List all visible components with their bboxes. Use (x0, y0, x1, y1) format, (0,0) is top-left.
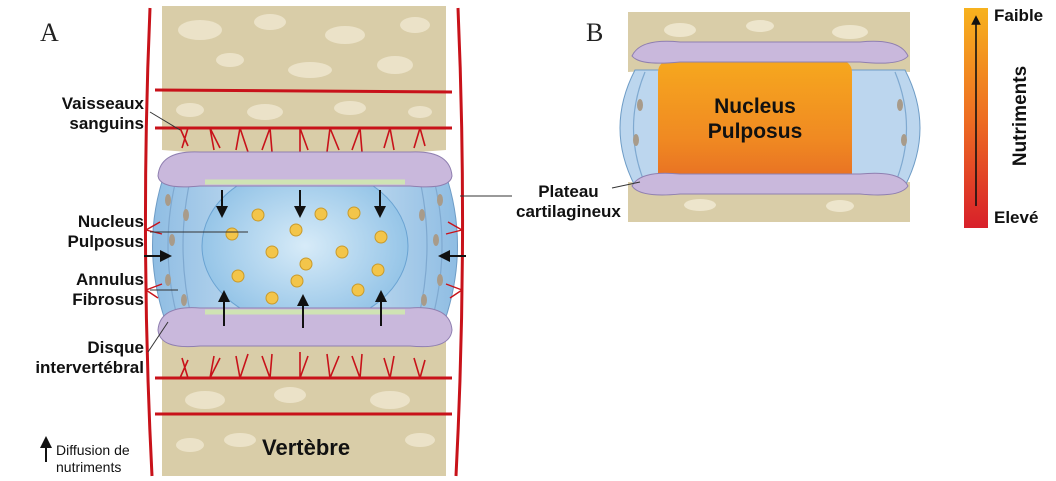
label-annulus-line1: Annulus (72, 270, 144, 290)
legend-top-label: Faible (994, 6, 1043, 26)
label-annulus: Annulus Fibrosus (72, 270, 144, 310)
label-nucleus-b: Nucleus Pulposus (660, 94, 850, 144)
label-vaisseaux: Vaisseaux sanguins (62, 94, 144, 134)
label-plateau-line1: Plateau (516, 182, 621, 202)
label-nucleus-b-line2: Pulposus (660, 119, 850, 144)
label-disque-line2: intervertébral (35, 358, 144, 378)
legend-bottom-label: Elevé (994, 208, 1038, 228)
label-disque: Disque intervertébral (35, 338, 144, 378)
panel-label-b: B (586, 18, 603, 48)
left-side-vessel (145, 8, 152, 476)
label-diffusion-line2: nutriments (56, 459, 130, 476)
label-vaisseaux-line1: Vaisseaux (62, 94, 144, 114)
nutrient-legend (964, 8, 988, 228)
label-vertebre: Vertèbre (262, 438, 350, 458)
b-lower-endplate (632, 173, 908, 195)
label-vaisseaux-line2: sanguins (62, 114, 144, 134)
label-nucleus-a-line2: Pulposus (67, 232, 144, 252)
b-upper-endplate (632, 41, 908, 63)
label-plateau-line2: cartilagineux (516, 202, 621, 222)
label-nucleus-a: Nucleus Pulposus (67, 212, 144, 252)
label-nucleus-b-line1: Nucleus (660, 94, 850, 119)
legend-title: Nutriments (1011, 61, 1031, 171)
label-annulus-line2: Fibrosus (72, 290, 144, 310)
panel-a-drawing (144, 6, 466, 476)
label-nucleus-a-line1: Nucleus (67, 212, 144, 232)
label-diffusion-line1: Diffusion de (56, 442, 130, 459)
nucleus-pulposus (202, 166, 408, 326)
label-plateau: Plateau cartilagineux (516, 182, 621, 222)
label-diffusion: Diffusion de nutriments (56, 442, 130, 476)
panel-label-a: A (40, 18, 59, 48)
label-disque-line1: Disque (35, 338, 144, 358)
